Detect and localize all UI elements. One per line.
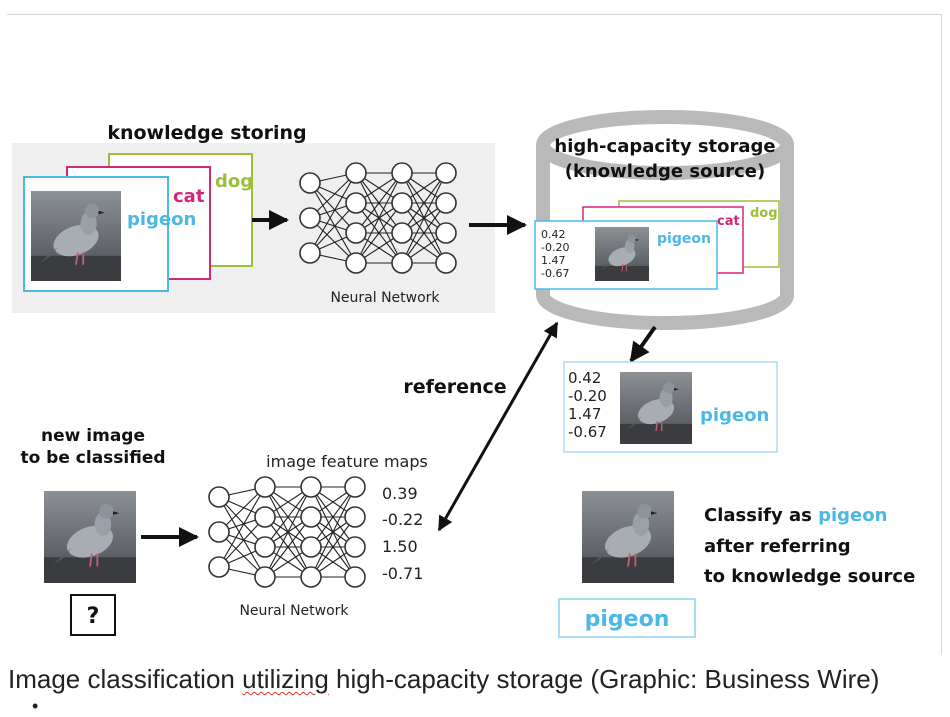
label-pigeon: pigeon <box>127 209 196 230</box>
new-image-title: new image <box>41 426 145 446</box>
new-image-subtitle: to be classified <box>20 448 165 468</box>
retrieved-pigeon-image <box>619 371 693 445</box>
caption-suffix: high-capacity storage (Graphic: Business… <box>328 664 880 694</box>
pigeon-image-training <box>30 190 122 282</box>
storage-subtitle: (knowledge source) <box>565 161 766 182</box>
neural-network-bottom <box>208 476 366 588</box>
storage-title: high-capacity storage <box>554 136 775 157</box>
classify-line-1: Classify as pigeon <box>704 505 887 526</box>
result-box <box>558 598 696 638</box>
label-dog: dog <box>215 171 253 192</box>
figure-caption: Image classification utilizing high-capa… <box>8 664 879 695</box>
reference-arrow <box>437 321 559 532</box>
list-bullet: • <box>32 696 39 716</box>
query-vector-1: -0.22 <box>382 510 423 529</box>
result-label: pigeon <box>585 607 670 632</box>
storage-cylinder-top <box>536 110 794 180</box>
nn-label-bottom: Neural Network <box>239 603 349 619</box>
retrieved-vector-0: 0.42 <box>568 369 601 387</box>
feature-maps-title: image feature maps <box>266 452 428 471</box>
query-vector-0: 0.39 <box>382 484 418 503</box>
caption-underlined-word: utilizing <box>242 664 329 694</box>
retrieved-vector-1: -0.20 <box>568 387 607 405</box>
question-mark: ? <box>87 604 100 629</box>
caption-prefix: Image classification <box>8 664 243 694</box>
stored-vector-3: -0.67 <box>541 267 569 280</box>
stored-label-cat: cat <box>717 214 740 229</box>
retrieved-label-pigeon: pigeon <box>700 405 769 426</box>
stored-vector-0: 0.42 <box>541 228 566 241</box>
classify-line-3: to knowledge source <box>704 566 915 587</box>
stored-vector-2: 1.47 <box>541 254 566 267</box>
stored-vector-1: -0.20 <box>541 241 569 254</box>
stored-label-pigeon: pigeon <box>657 231 711 247</box>
query-vector-2: 1.50 <box>382 537 418 556</box>
arrow-retrieve <box>629 325 657 363</box>
retrieved-vector-3: -0.67 <box>568 423 607 441</box>
knowledge-storing-title: knowledge storing <box>107 122 306 144</box>
stored-pigeon-image <box>594 226 650 282</box>
unknown-class-box <box>70 594 116 636</box>
figure: knowledge storing dog cat pigeon Neural … <box>7 14 942 655</box>
diagram-canvas: knowledge storing dog cat pigeon Neural … <box>12 110 915 638</box>
classify-line-2: after referring <box>704 536 851 557</box>
stored-label-dog: dog <box>750 206 778 221</box>
query-vector-3: -0.71 <box>382 564 423 583</box>
nn-label-top: Neural Network <box>330 290 440 306</box>
new-pigeon-image <box>43 490 137 584</box>
label-cat: cat <box>173 186 205 207</box>
retrieved-vector-2: 1.47 <box>568 405 601 423</box>
reference-label: reference <box>403 376 506 398</box>
classified-pigeon-image <box>581 490 675 584</box>
